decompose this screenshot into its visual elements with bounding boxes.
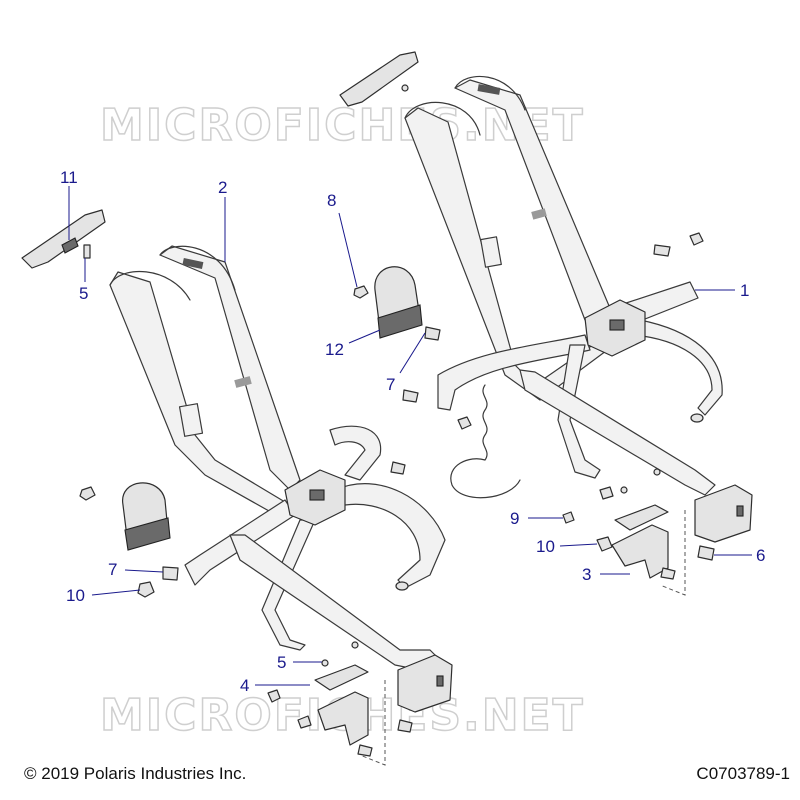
left-buckle-release [309,489,325,501]
bracket-11-slot [61,237,79,254]
nut-lower-b [297,715,312,729]
callout-8: 8 [327,191,336,210]
callout-7a: 7 [386,375,395,394]
nut-10-left [137,581,155,598]
callout-3: 3 [582,565,591,584]
bolt-lower-b [397,719,413,733]
bolt-right-b [653,468,661,476]
d-ring-12-plate [377,304,423,339]
bracket-11 [21,209,106,269]
nut-10-right [596,536,613,552]
bolt-6 [697,545,715,561]
callout-10a: 10 [66,586,85,605]
left-retractor-slot [436,675,444,687]
left-shoulder-strap-outer [109,271,291,521]
bolt-5-left [83,244,91,259]
right-buckle-release [609,319,625,331]
bolt-mid [390,461,406,475]
nut-8 [353,285,369,299]
left-strap-keeper [178,403,204,437]
nut-left [79,486,96,501]
diagram-code: C0703789-1 [696,764,790,783]
left-strap-loop-a [109,270,191,301]
left-shoulder-strap-inner [159,245,301,491]
callout-6: 6 [756,546,765,565]
copyright-text: © 2019 Polaris Industries Inc. [24,764,247,783]
bolt-right-a [620,486,628,494]
nut-lower [267,689,281,703]
bolt-7-left [162,566,179,581]
callout-10b: 10 [536,537,555,556]
left-strap-label [182,257,204,269]
leader-7a [399,332,426,374]
bolt-7-mid [402,389,419,403]
right-strap-loop-b [454,75,526,111]
d-ring-left-plate [124,517,171,551]
bracket-top [339,51,419,107]
dash-lower-left [359,680,386,766]
right-strap-tag [531,208,547,220]
left-strap-loop-b [159,245,236,291]
bolt-top [401,84,409,92]
callout-2: 2 [218,178,227,197]
right-right-strap [634,319,723,416]
callout-12: 12 [325,340,344,359]
callout-11: 11 [60,168,78,187]
leader-10a [91,589,141,596]
left-right-strap [334,483,446,589]
leader-8 [338,212,358,288]
left-anchor-eye [395,581,409,591]
leader-10b [559,543,598,547]
leader-7b [124,569,164,573]
callout-4: 4 [240,676,249,695]
callouts: 1 2 3 4 5 5 6 7 7 8 9 10 10 11 12 [60,168,765,695]
right-seat-harness [404,75,753,543]
left-seat-harness [109,245,453,713]
nut-right-a [599,486,614,500]
bolt-right-lower [660,567,676,580]
callout-9: 9 [510,509,519,528]
nut-right-top [689,232,704,246]
plate-4 [314,664,369,691]
dash-lower-right [659,510,686,596]
right-retractor-slot [736,505,744,517]
plate-right [614,504,669,531]
bolt-lower-c [357,744,373,757]
callout-5b: 5 [277,653,286,672]
left-retractor [397,654,453,713]
left-top-right-loop [329,425,382,481]
right-coiled-cable [450,384,521,499]
nut-right-mid [457,416,472,430]
bracket-lower-left [317,691,369,746]
right-lower-strap [519,369,716,496]
right-retractor [694,484,753,543]
bolt-5-lower [321,659,329,667]
callout-5a: 5 [79,284,88,303]
right-strap-label [477,84,501,95]
nut-9 [562,511,575,524]
bolt-7-top [424,326,441,341]
right-sub-strap [557,344,601,479]
bracket-3 [611,524,669,579]
right-strap-loop-a [404,101,481,136]
left-strap-tag [234,376,252,388]
leader-12 [348,329,381,344]
left-sub-strap [261,519,316,651]
callout-1: 1 [740,281,749,300]
right-anchor-eye [690,413,704,423]
bolt-right-top [653,244,671,257]
right-strap-keeper [480,236,502,268]
callout-7b: 7 [108,560,117,579]
left-lower-strap [229,534,446,671]
right-lap-belt [437,334,591,411]
bolt-lower-a [351,641,359,649]
